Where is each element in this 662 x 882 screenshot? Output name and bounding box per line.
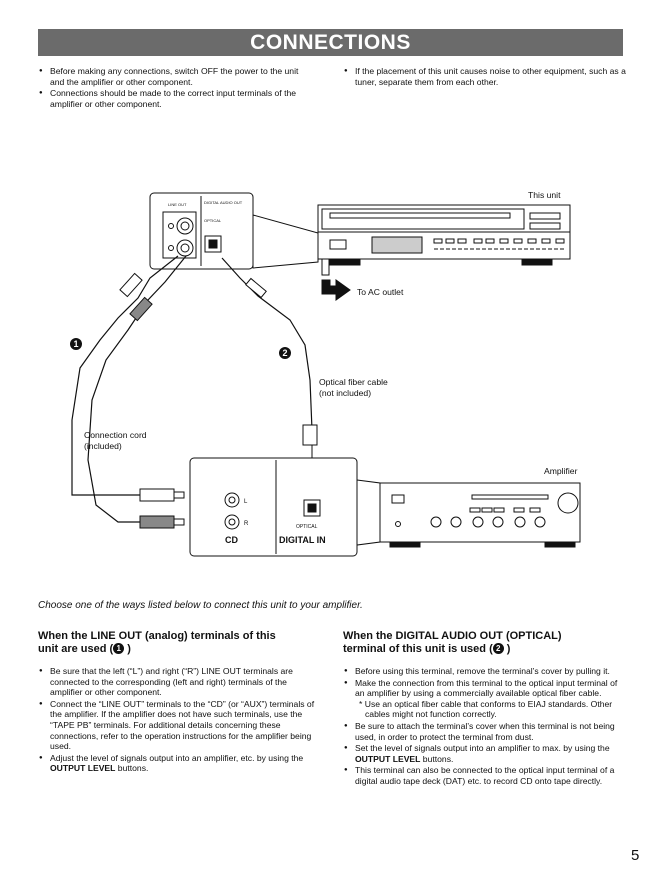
right-section-heading: When the DIGITAL AUDIO OUT (OPTICAL) ter…	[343, 630, 562, 655]
line-out-l-jack	[176, 217, 194, 235]
amplifier-device	[379, 482, 581, 543]
intro-right-list: If the placement of this unit causes noi…	[343, 66, 628, 88]
this-unit-label: This unit	[528, 190, 561, 200]
list-item: Connect the “LINE OUT” terminals to the …	[38, 699, 320, 752]
amp-optical-label: OPTICAL	[296, 524, 318, 530]
list-item: This terminal can also be connected to t…	[343, 765, 625, 786]
list-item: Connections should be made to the correc…	[38, 88, 313, 109]
panel-digital-label: DIGITAL AUDIO OUT	[204, 200, 243, 205]
amp-r-label: R	[244, 521, 249, 527]
panel-line-out-label: LINE OUT	[168, 202, 187, 207]
list-item: Make the connection from this terminal t…	[343, 678, 625, 720]
amp-optical-port	[303, 499, 321, 517]
connection-cord-label: Connection cord (included)	[84, 430, 147, 451]
optical-cable-label: Optical fiber cable (not included)	[319, 377, 388, 398]
optical-out-port	[204, 235, 222, 253]
choose-text: Choose one of the ways listed below to c…	[38, 600, 363, 611]
amp-cd-r-jack	[224, 514, 240, 530]
page-number: 5	[631, 847, 640, 864]
connection-diagram: LINE OUT DIGITAL AUDIO OUT OPTICAL CD DI…	[71, 192, 581, 557]
number-2-badge: 2	[492, 643, 504, 655]
amp-digital-in-label: DIGITAL IN	[279, 535, 326, 545]
amp-cd-l-jack	[224, 492, 240, 508]
list-item: Be sure that the left (“L”) and right (“…	[38, 666, 320, 698]
amplifier-label: Amplifier	[544, 466, 578, 476]
list-item: If the placement of this unit causes noi…	[343, 66, 628, 87]
left-section-heading: When the LINE OUT (analog) terminals of …	[38, 630, 276, 655]
amp-cd-label: CD	[225, 535, 238, 545]
amp-back-panel	[189, 457, 358, 557]
list-item: Before using this terminal, remove the t…	[343, 666, 625, 677]
zoom-callout	[252, 214, 319, 269]
page-title: CONNECTIONS	[38, 29, 623, 56]
amp-l-label: L	[244, 499, 248, 505]
list-item: Set the level of signals output into an …	[343, 743, 625, 764]
list-item: Be sure to attach the terminal’s cover w…	[343, 721, 625, 742]
marker-1: 1	[70, 338, 82, 350]
marker-2: 2	[279, 347, 291, 359]
list-item: Adjust the level of signals output into …	[38, 753, 320, 774]
list-item: Before making any connections, switch OF…	[38, 66, 313, 87]
panel-optical-label: OPTICAL	[204, 218, 222, 223]
ac-outlet-label: To AC outlet	[357, 287, 404, 297]
number-1-badge: 1	[113, 643, 125, 655]
right-section-list: Before using this terminal, remove the t…	[343, 666, 625, 788]
ac-outlet-arrow	[321, 279, 351, 301]
intro-left-list: Before making any connections, switch OF…	[38, 66, 313, 110]
left-section-list: Be sure that the left (“L”) and right (“…	[38, 666, 320, 775]
line-out-r-jack	[176, 239, 194, 257]
